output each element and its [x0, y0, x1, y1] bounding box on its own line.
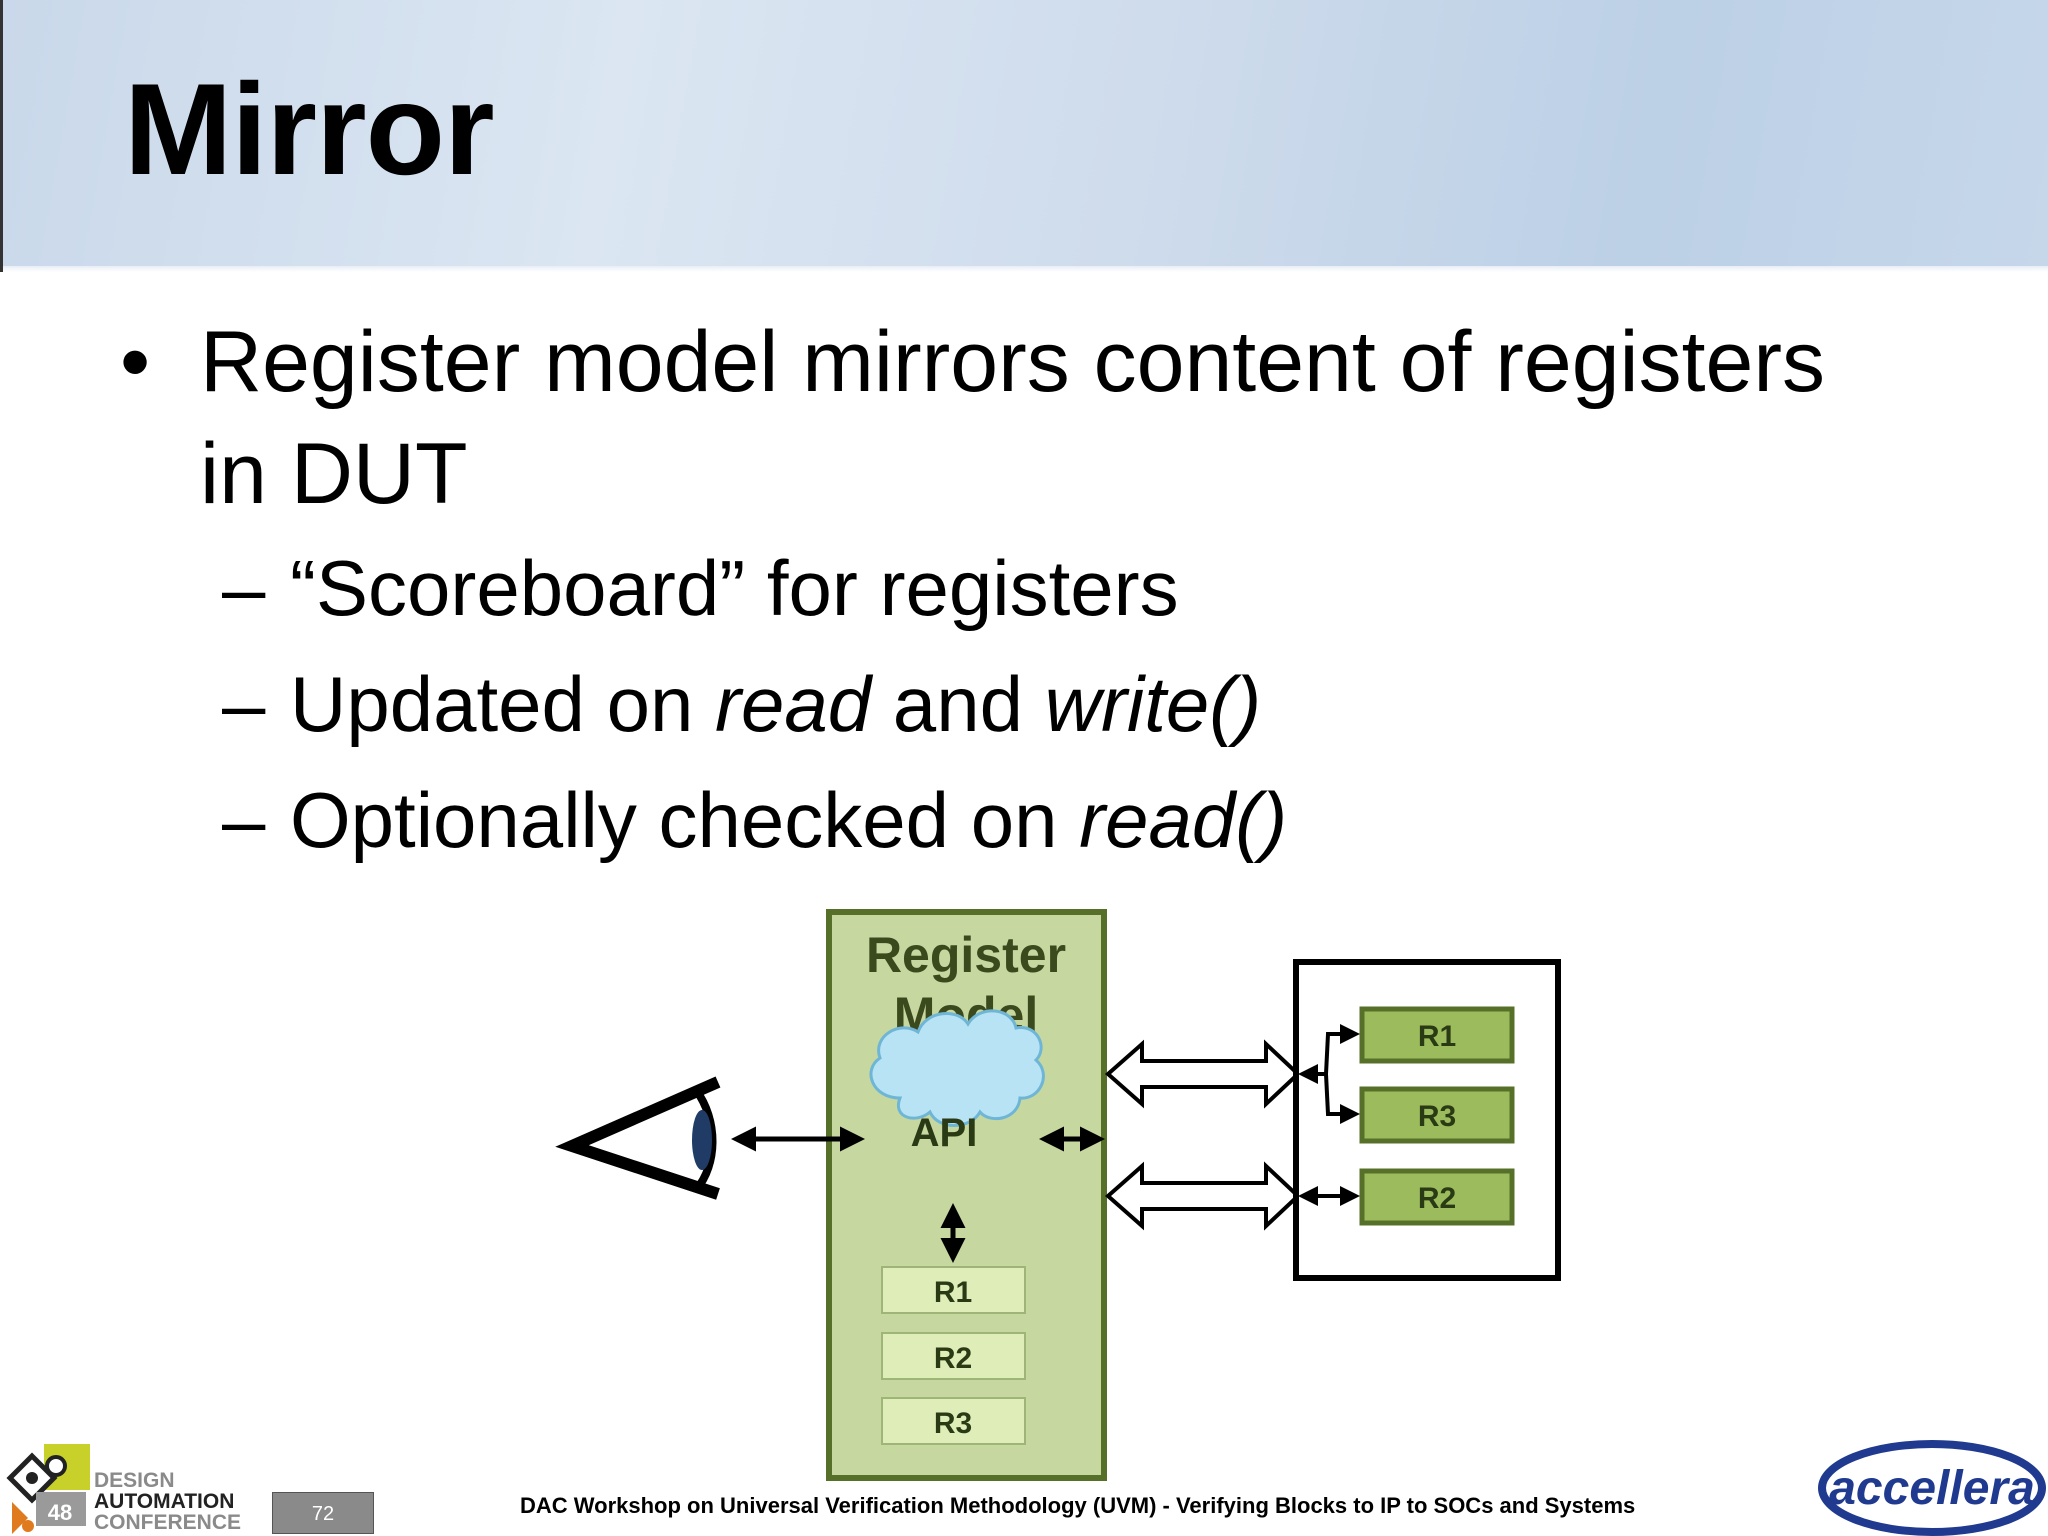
register-model-title-line1: Register: [866, 927, 1066, 983]
sub-bullet-checked-read: read(): [1079, 776, 1288, 864]
model-register-r2: R2: [881, 1332, 1026, 1380]
dut-register-r1: R1: [1359, 1006, 1515, 1064]
sub-bullet-scoreboard: –“Scoreboard” for registers: [222, 540, 1179, 636]
dut-register-r3: R3: [1359, 1086, 1515, 1144]
model-register-r1-label: R1: [934, 1276, 972, 1309]
main-bullet-text: Register model mirrors content of regist…: [200, 306, 2020, 530]
sub-bullet-updated-read: read: [715, 660, 872, 748]
sub-bullet-updated-and: and: [871, 660, 1045, 748]
dac-logo-number: 48: [48, 1500, 72, 1525]
model-register-r3-label: R3: [934, 1407, 972, 1440]
sub-bullet-updated-prefix: Updated on: [290, 660, 716, 748]
page-number: 72: [272, 1492, 374, 1534]
sub-bullet-checked-prefix: Optionally checked on: [290, 776, 1080, 864]
bullet-dot: •: [120, 314, 151, 410]
accellera-logo-text: accellera: [1829, 1462, 2035, 1515]
slide-title: Mirror: [124, 56, 495, 202]
dut-register-r3-label: R3: [1418, 1100, 1456, 1133]
dash: –: [222, 660, 266, 748]
dac-logo-line2: AUTOMATION: [94, 1490, 235, 1513]
api-cloud-icon: [869, 1009, 1045, 1127]
sub-bullet-checked: –Optionally checked on read(): [222, 772, 1287, 868]
dash: –: [222, 776, 266, 864]
register-model-box: [826, 909, 1107, 1481]
main-bullet-line1: Register model mirrors content of regist…: [200, 314, 1826, 410]
dut-register-r1-label: R1: [1418, 1020, 1456, 1053]
dac-logo-mark-icon: 48: [6, 1444, 90, 1534]
sub-bullet-updated: –Updated on read and write(): [222, 656, 1261, 752]
eye-icon: [555, 1076, 721, 1200]
dac-logo-line1: DESIGN: [94, 1469, 175, 1492]
api-label: API: [911, 1111, 978, 1155]
title-banner: [0, 0, 2048, 272]
sub-bullet-scoreboard-text: “Scoreboard” for registers: [290, 544, 1179, 632]
dac-logo-line3: CONFERENCE: [94, 1511, 242, 1534]
bus-arrow-lower: [1104, 1161, 1301, 1231]
bus-arrow-upper: [1104, 1039, 1301, 1109]
footer-workshop-text: DAC Workshop on Universal Verification M…: [520, 1493, 1636, 1518]
sub-bullet-updated-write: write(): [1044, 660, 1262, 748]
accellera-logo: accellera: [1818, 1440, 2046, 1536]
dash: –: [222, 544, 266, 632]
model-register-r3: R3: [881, 1397, 1026, 1445]
dut-internal-arrows: [1298, 1024, 1360, 1206]
dut-register-r2: R2: [1359, 1168, 1515, 1226]
dac-logo: 48 DESIGN AUTOMATION CONFERENCE: [6, 1440, 256, 1536]
main-bullet-line2: in DUT: [200, 426, 468, 522]
dut-register-r2-label: R2: [1418, 1182, 1456, 1215]
model-register-r1: R1: [881, 1266, 1026, 1314]
model-register-r2-label: R2: [934, 1342, 972, 1375]
